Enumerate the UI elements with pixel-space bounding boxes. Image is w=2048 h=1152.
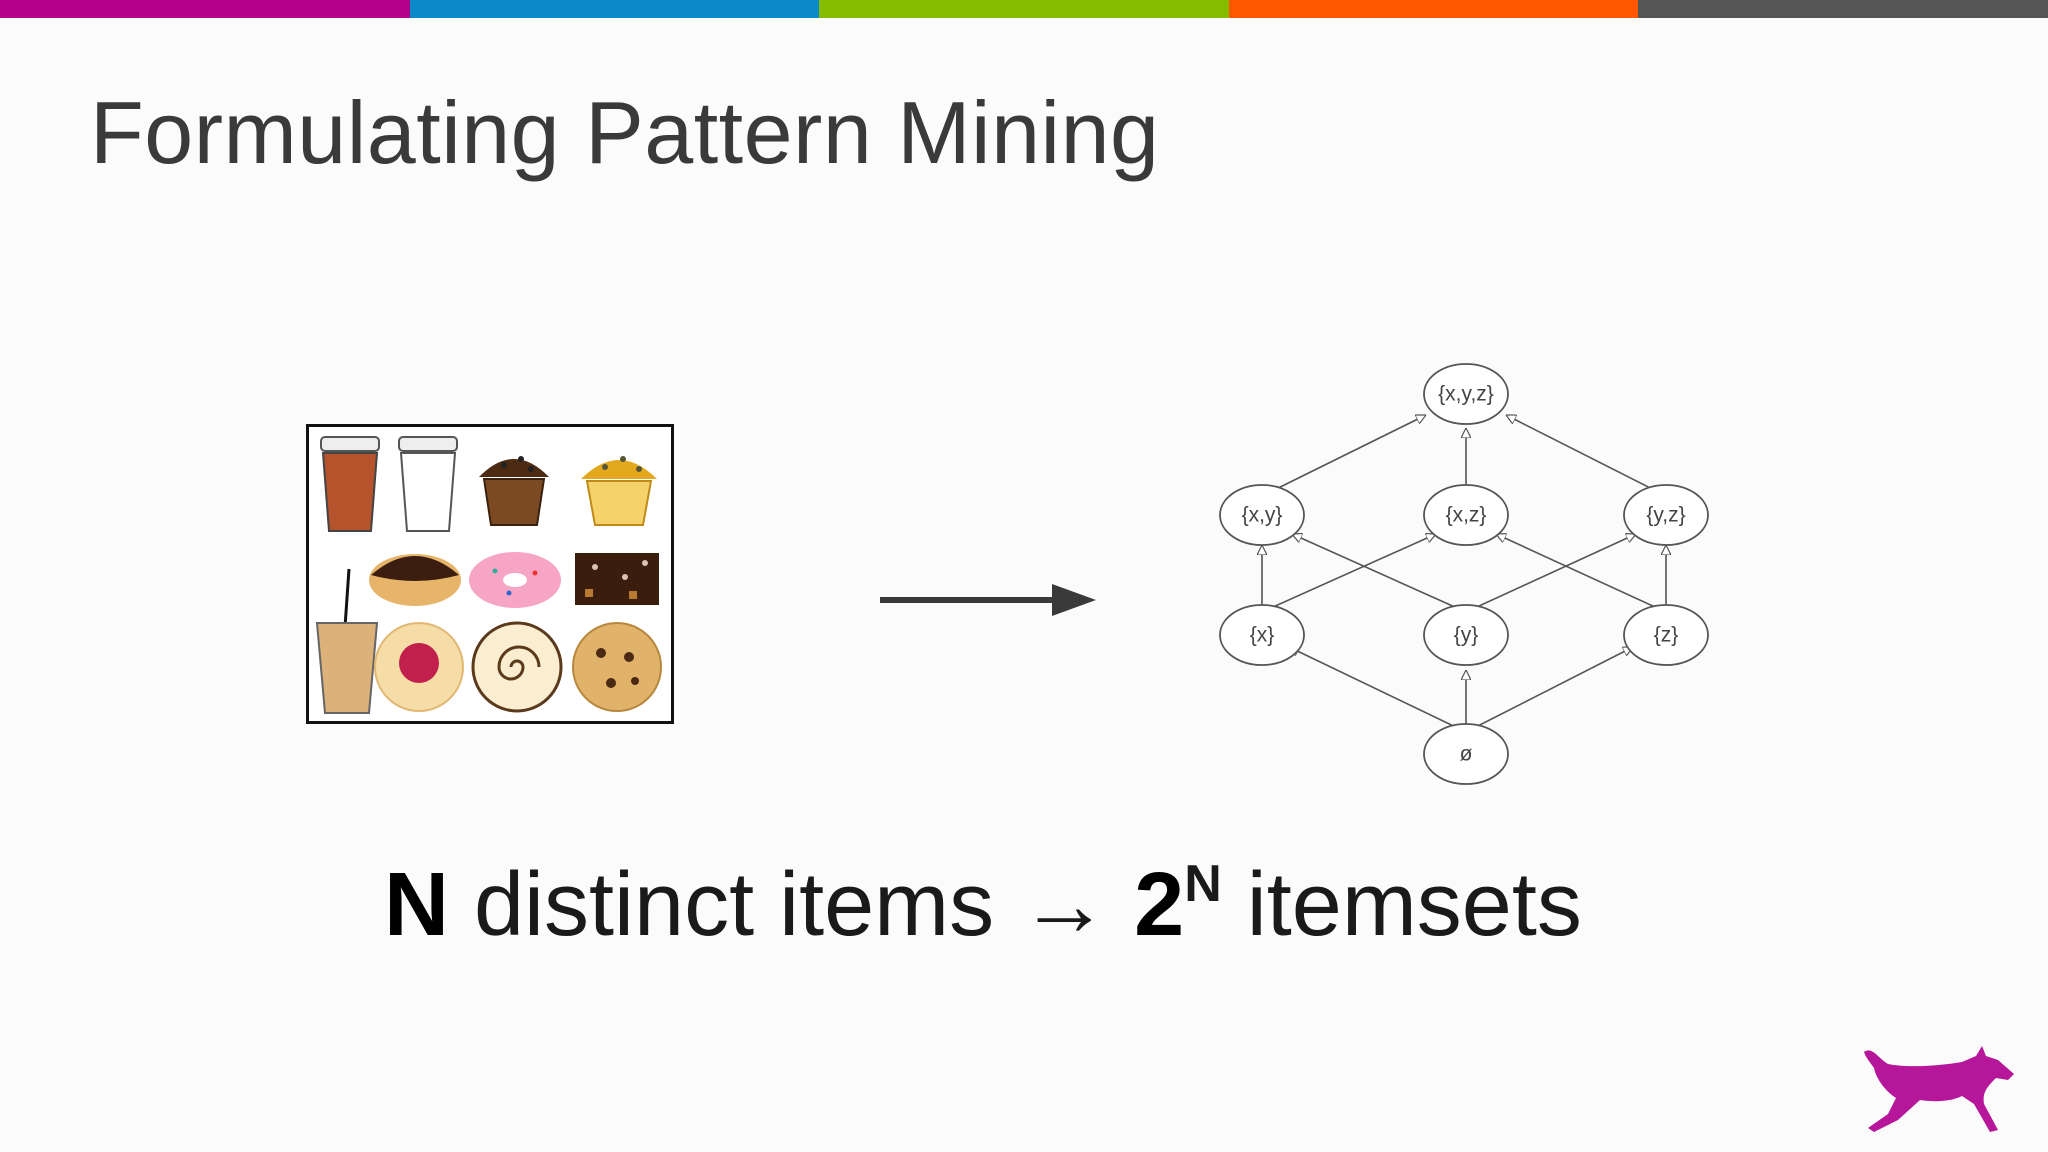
top-color-bar [0, 0, 2048, 18]
color-bar-segment [1638, 0, 2048, 18]
node-top [1423, 363, 1509, 425]
node-label-top: {x,y,z} [1438, 383, 1494, 406]
brownie-icon [575, 553, 659, 605]
caption-two: 2 [1134, 855, 1185, 955]
dog-logo-icon [1864, 1046, 2014, 1132]
edge-y-yz [1465, 534, 1636, 613]
edge-empty-z [1465, 646, 1633, 733]
right-arrow-icon [880, 584, 1096, 616]
caption-n: N [384, 855, 449, 955]
coffee-cup-icon [320, 436, 380, 532]
sprinkle-donut-icon [469, 552, 561, 608]
iced-coffee-icon [315, 568, 379, 714]
color-bar-segment [1228, 0, 1639, 18]
edge-empty-x [1289, 647, 1467, 733]
node-xz [1423, 484, 1509, 546]
chocolate-muffin-icon [479, 456, 549, 526]
edge-xy-top [1261, 414, 1426, 497]
color-bar-segment [0, 0, 410, 18]
edge-x-xz [1261, 534, 1436, 613]
slide-title: Formulating Pattern Mining [90, 83, 1160, 182]
edge-yz-top [1506, 414, 1667, 497]
node-label-xz: {x,z} [1446, 504, 1487, 527]
caption-exponent: N [1184, 855, 1222, 913]
blueberry-muffin-icon [581, 456, 657, 526]
caption-end: itemsets [1221, 855, 1582, 955]
node-y [1423, 604, 1509, 666]
node-xy [1219, 484, 1305, 546]
itemset-lattice: {x,y,z} {x,y} {x,z} {y,z} {x} {y} {z} ø [1219, 363, 1709, 785]
node-empty [1423, 723, 1509, 785]
edge-y-xy [1292, 534, 1467, 613]
node-label-xy: {x,y} [1242, 504, 1283, 527]
color-bar-segment [819, 0, 1229, 18]
edge-z-xz [1496, 534, 1667, 613]
paper-cup-icon [398, 436, 458, 532]
caption-middle: distinct items → [449, 855, 1135, 955]
node-label-y: {y} [1454, 624, 1479, 647]
node-label-yz: {y,z} [1646, 504, 1685, 527]
node-x [1219, 604, 1305, 666]
node-label-empty: ø [1460, 743, 1473, 766]
caption: N distinct items → 2N itemsets [384, 858, 1582, 950]
chocolate-chip-cookie-icon [572, 622, 662, 712]
node-label-x: {x} [1250, 624, 1275, 647]
chocolate-donut-icon [369, 554, 461, 606]
jelly-danish-icon [374, 622, 464, 712]
node-yz [1623, 484, 1709, 546]
items-image [306, 424, 674, 724]
cinnamon-roll-icon [471, 621, 563, 713]
node-z [1623, 604, 1709, 666]
node-label-z: {z} [1654, 624, 1679, 647]
color-bar-segment [409, 0, 820, 18]
